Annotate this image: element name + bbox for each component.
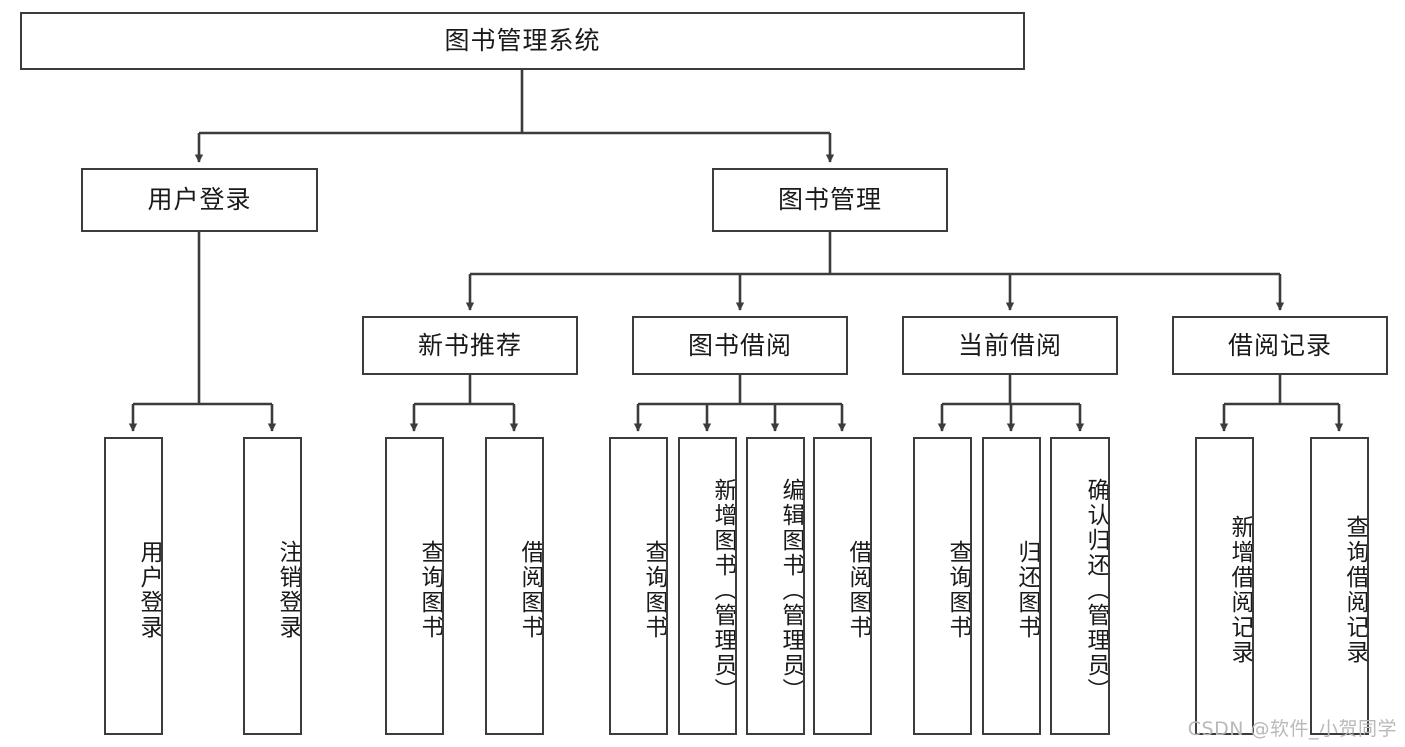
node-label: 借阅图书 [517, 540, 543, 640]
node-user-login[interactable]: 用户登录 [81, 168, 318, 232]
node-label: 新增借阅记录 [1227, 515, 1253, 665]
node-book-borrow[interactable]: 图书借阅 [632, 316, 848, 375]
node-label: 查询图书 [641, 540, 667, 640]
leaf-user-login-logout[interactable]: 注销登录 [243, 437, 302, 735]
leaf-new-book-query-book[interactable]: 查询图书 [385, 437, 444, 735]
node-label: 用户登录 [136, 540, 162, 640]
node-label: 借阅图书 [845, 540, 871, 640]
leaf-record-add-borrow-record[interactable]: 新增借阅记录 [1195, 437, 1254, 735]
node-label: 图书借阅 [687, 330, 792, 360]
leaf-record-query-borrow-record[interactable]: 查询借阅记录 [1310, 437, 1369, 735]
leaf-current-confirm-return-admin[interactable]: 确认归还（管理员） [1050, 437, 1110, 735]
node-label: 借阅记录 [1227, 330, 1332, 360]
leaf-borrow-query-book[interactable]: 查询图书 [609, 437, 668, 735]
node-label: 图书管理 [777, 185, 882, 215]
node-current-borrow[interactable]: 当前借阅 [902, 316, 1118, 375]
node-new-book-recommend[interactable]: 新书推荐 [362, 316, 578, 375]
leaf-current-query-book[interactable]: 查询图书 [913, 437, 972, 735]
node-label: 编辑图书（管理员） [778, 477, 804, 703]
leaf-user-login-login[interactable]: 用户登录 [104, 437, 163, 735]
node-root-book-management-system[interactable]: 图书管理系统 [20, 12, 1025, 70]
node-label: 注销登录 [275, 540, 301, 640]
leaf-borrow-edit-book-admin[interactable]: 编辑图书（管理员） [746, 437, 805, 735]
node-borrow-record[interactable]: 借阅记录 [1172, 316, 1388, 375]
leaf-new-book-borrow-book[interactable]: 借阅图书 [485, 437, 544, 735]
node-label: 新书推荐 [417, 330, 522, 360]
leaf-current-return-book[interactable]: 归还图书 [982, 437, 1041, 735]
leaf-borrow-borrow-book[interactable]: 借阅图书 [813, 437, 872, 735]
node-label: 用户登录 [147, 185, 252, 215]
node-label: 查询图书 [417, 540, 443, 640]
node-label: 当前借阅 [957, 330, 1062, 360]
leaf-borrow-add-book-admin[interactable]: 新增图书（管理员） [678, 437, 737, 735]
node-label: 新增图书（管理员） [710, 477, 736, 703]
node-label: 查询图书 [945, 540, 971, 640]
csdn-watermark: CSDN @软件_小贺同学 [1187, 718, 1397, 740]
node-label: 确认归还（管理员） [1083, 477, 1109, 703]
node-label: 图书管理系统 [444, 26, 601, 56]
node-book-management[interactable]: 图书管理 [712, 168, 948, 232]
node-label: 归还图书 [1014, 540, 1040, 640]
node-label: 查询借阅记录 [1342, 515, 1368, 665]
